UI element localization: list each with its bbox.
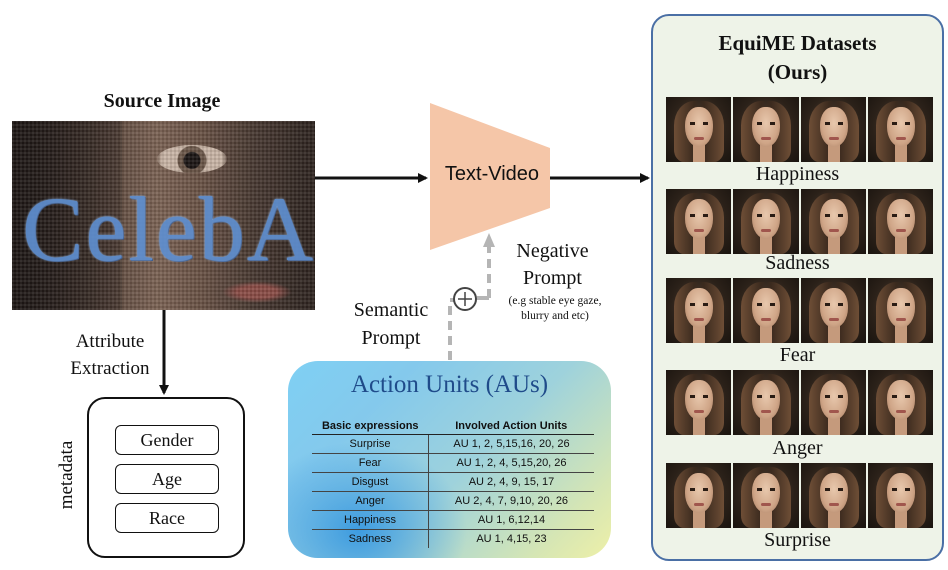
celeba-logo: CelebA <box>22 178 315 280</box>
emotion-label-happiness: Happiness <box>755 163 840 185</box>
video-frame <box>867 370 933 435</box>
video-strip-sadness <box>666 189 933 254</box>
emotion-label-fear: Fear <box>779 344 816 366</box>
metadata-box: Gender Age Race <box>87 397 245 558</box>
video-frame <box>666 463 732 528</box>
attribute-extraction-label: Attribute Extraction <box>70 331 150 379</box>
datasets-title: EquiME Datasets (Ours) <box>718 31 877 84</box>
video-strip-surprise <box>666 463 933 528</box>
video-frame <box>800 370 866 435</box>
video-frame <box>733 463 799 528</box>
text-video-label: Text-Video <box>444 163 540 185</box>
video-frame <box>867 97 933 162</box>
table-cell: AU 2, 4, 9, 15, 17 <box>428 472 594 492</box>
metadata-item-gender: Gender <box>115 425 219 455</box>
emotion-label-surprise: Surprise <box>764 529 831 551</box>
table-cell: Sadness <box>312 529 429 548</box>
video-frame <box>800 278 866 343</box>
video-frame <box>733 278 799 343</box>
video-frame <box>733 189 799 254</box>
action-units-panel: Action Units (AUs) Basic expressions Inv… <box>288 361 611 558</box>
table-header-row: Basic expressions Involved Action Units <box>312 417 594 435</box>
video-frame <box>666 370 732 435</box>
video-strip-anger <box>666 370 933 435</box>
text-video-model-shape <box>430 103 550 250</box>
table-cell: AU 1, 2, 4, 5,15,20, 26 <box>428 453 594 473</box>
video-frame <box>666 189 732 254</box>
table-cell: Anger <box>312 491 429 511</box>
negative-prompt-example: (e.g stable eye gaze, blurry and etc) <box>508 295 602 322</box>
table-cell: AU 1, 6,12,14 <box>428 510 594 530</box>
video-strip-happiness <box>666 97 933 162</box>
table-cell: Happiness <box>312 510 429 530</box>
table-row: Sadness AU 1, 4,15, 23 <box>312 529 594 548</box>
semantic-prompt-label: Semantic Prompt <box>353 299 429 349</box>
table-cell: AU 2, 4, 7, 9,10, 20, 26 <box>428 491 594 511</box>
source-image: CelebA <box>12 121 315 310</box>
action-units-title: Action Units (AUs) <box>350 371 549 398</box>
source-image-title: Source Image <box>103 90 221 112</box>
video-frame <box>733 97 799 162</box>
table-cell: Fear <box>312 453 429 473</box>
metadata-label: metadata <box>56 440 77 510</box>
video-frame <box>800 189 866 254</box>
video-frame <box>867 278 933 343</box>
eye-detail <box>157 145 227 173</box>
table-header: Involved Action Units <box>428 417 594 435</box>
video-frame <box>666 278 732 343</box>
video-frame <box>733 370 799 435</box>
table-header: Basic expressions <box>312 417 429 435</box>
video-strip-fear <box>666 278 933 343</box>
negative-prompt-label: Negative Prompt <box>516 240 589 289</box>
table-cell: AU 1, 2, 5,15,16, 20, 26 <box>428 434 594 454</box>
video-frame <box>800 463 866 528</box>
metadata-item-race: Race <box>115 503 219 533</box>
metadata-item-age: Age <box>115 464 219 494</box>
emotion-label-sadness: Sadness <box>765 252 830 274</box>
video-frame <box>867 189 933 254</box>
table-cell: Surprise <box>312 434 429 454</box>
action-units-table: Basic expressions Involved Action Units … <box>312 417 594 548</box>
video-frame <box>800 97 866 162</box>
table-cell: Disgust <box>312 472 429 492</box>
emotion-label-anger: Anger <box>772 437 823 459</box>
video-frame <box>867 463 933 528</box>
table-cell: AU 1, 4,15, 23 <box>476 533 547 545</box>
video-frame <box>666 97 732 162</box>
